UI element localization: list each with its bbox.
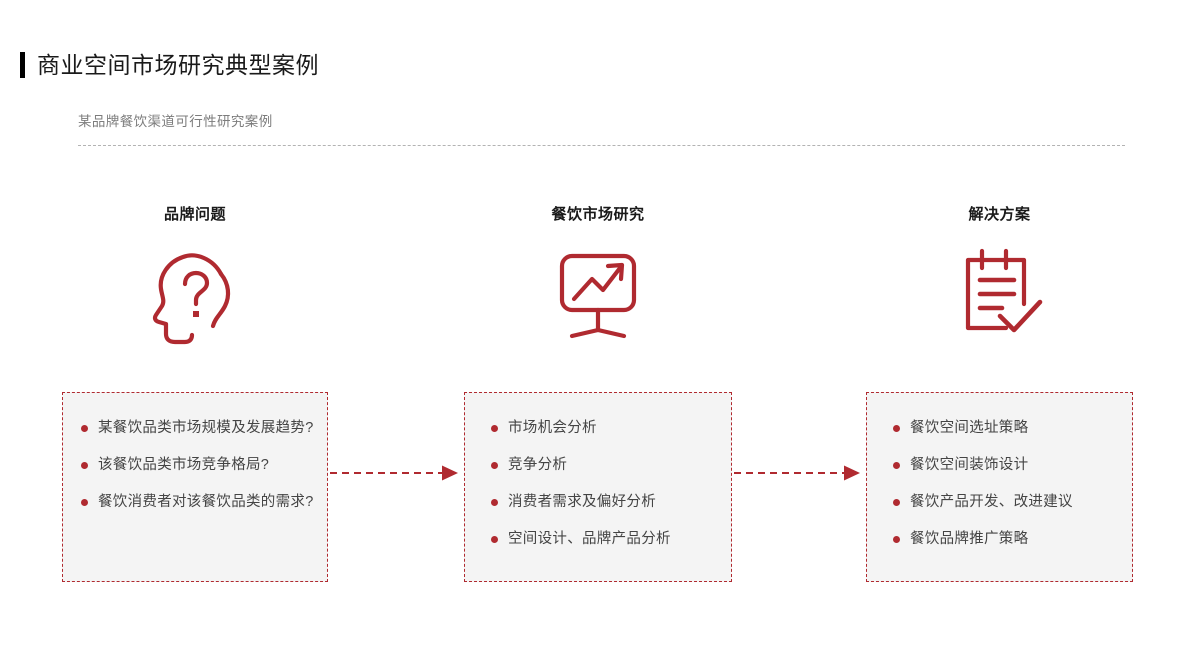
list-item: 餐饮空间选址策略 [893,419,1132,437]
list-item: 该餐饮品类市场竞争格局? [81,456,327,474]
column-heading-problem: 品牌问题 [163,206,226,223]
list-item: 餐饮消费者对该餐饮品类的需求? [81,493,327,511]
dashed-arrow-right-icon [330,462,462,484]
list-item: 餐饮空间装饰设计 [893,456,1132,474]
page-title: 商业空间市场研究典型案例 [20,50,319,80]
list-solution: 餐饮空间选址策略 餐饮空间装饰设计 餐饮产品开发、改进建议 餐饮品牌推广策略 [867,393,1132,549]
bullet-icon [81,425,88,432]
list-research: 市场机会分析 竞争分析 消费者需求及偏好分析 空间设计、品牌产品分析 [465,393,731,549]
dashed-arrow-right-icon [734,462,864,484]
list-item-label: 市场机会分析 [508,420,597,436]
bullet-icon [81,499,88,507]
page-subtitle: 某品牌餐饮渠道可行性研究案例 [78,114,273,129]
bullet-icon [491,425,498,432]
head-question-mark-icon [62,246,328,356]
list-problem: 某餐饮品类市场规模及发展趋势? 该餐饮品类市场竞争格局? 餐饮消费者对该餐饮品类… [63,393,327,511]
list-item-label: 某餐饮品类市场规模及发展趋势? [98,420,314,436]
bullet-icon [893,536,900,544]
column-heading-solution: 解决方案 [968,206,1031,223]
list-item: 空间设计、品牌产品分析 [491,530,731,548]
bullet-icon [491,462,498,470]
list-item: 餐饮产品开发、改进建议 [893,493,1132,511]
list-item-label: 空间设计、品牌产品分析 [508,531,671,548]
list-box-solution: 餐饮空间选址策略 餐饮空间装饰设计 餐饮产品开发、改进建议 餐饮品牌推广策略 [866,392,1133,582]
bullet-icon [491,499,498,507]
list-item-label: 餐饮品牌推广策略 [910,531,1029,548]
list-item: 餐饮品牌推广策略 [893,530,1132,548]
list-item: 市场机会分析 [491,419,731,437]
list-item-label: 餐饮空间装饰设计 [910,457,1029,474]
title-accent-bar [20,52,25,78]
presentation-growth-chart-icon [464,246,732,356]
column-solution: 解决方案 [866,203,1133,356]
list-item-label: 竞争分析 [508,457,568,474]
column-problem: 品牌问题 [62,203,328,356]
list-item: 竞争分析 [491,456,731,474]
page-title-text: 商业空间市场研究典型案例 [37,51,319,78]
clipboard-checkmark-icon [866,246,1133,356]
list-box-problem: 某餐饮品类市场规模及发展趋势? 该餐饮品类市场竞争格局? 餐饮消费者对该餐饮品类… [62,392,328,582]
bullet-icon [81,462,88,470]
list-item: 某餐饮品类市场规模及发展趋势? [81,419,327,437]
bullet-icon [491,536,498,544]
list-item-label: 餐饮消费者对该餐饮品类的需求? [98,494,314,511]
list-item-label: 消费者需求及偏好分析 [508,494,656,511]
list-box-research: 市场机会分析 竞争分析 消费者需求及偏好分析 空间设计、品牌产品分析 [464,392,732,582]
bullet-icon [893,462,900,470]
list-item-label: 餐饮空间选址策略 [910,420,1029,436]
list-item: 消费者需求及偏好分析 [491,493,731,511]
column-heading-research: 餐饮市场研究 [551,206,645,223]
list-item-label: 餐饮产品开发、改进建议 [910,494,1073,511]
column-research: 餐饮市场研究 [464,203,732,356]
bullet-icon [893,425,900,432]
header-divider [78,145,1125,146]
list-item-label: 该餐饮品类市场竞争格局? [98,457,270,474]
bullet-icon [893,499,900,507]
